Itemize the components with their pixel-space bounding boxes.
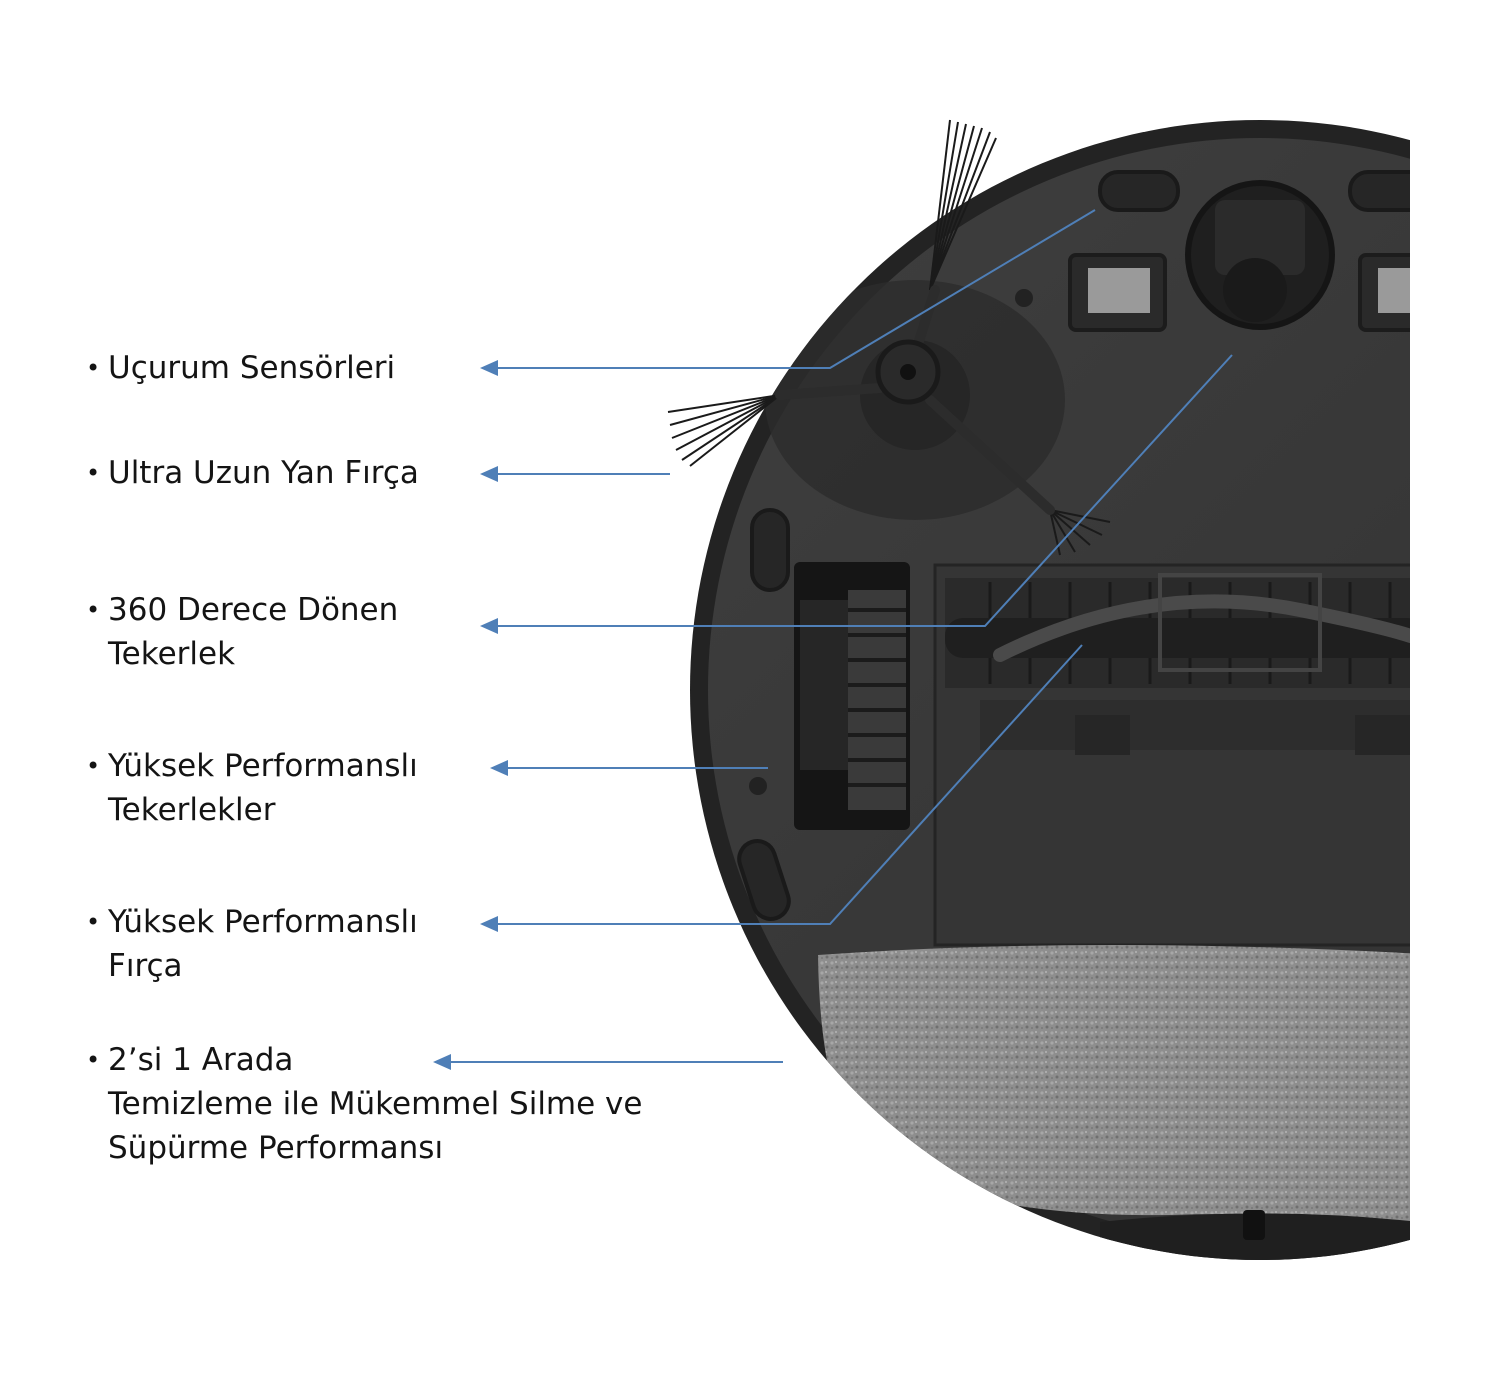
callout-360-tekerlek — [495, 354, 1233, 627]
callout-fırça — [495, 644, 1083, 925]
feature-label-2in1-mop: •2’si 1 Arada Temizleme ile Mükemmel Sil… — [86, 1038, 642, 1170]
feature-label-main-brush: •Yüksek Performanslı Fırça — [86, 900, 418, 988]
cliff-sensor — [1348, 170, 1410, 212]
feature-label-drive-wheels: •Yüksek Performanslı Tekerlekler — [86, 744, 418, 832]
feature-label-cliff-sensors: •Uçurum Sensörleri — [86, 346, 395, 390]
bullet: • — [86, 1046, 101, 1074]
feature-label-caster-wheel: •360 Derece Dönen Tekerlek — [86, 588, 398, 676]
bullet: • — [86, 459, 101, 487]
callout-arrowheads — [433, 360, 508, 1070]
feature-label-side-brush: •Ultra Uzun Yan Fırça — [86, 451, 419, 495]
callout-lines — [450, 209, 1233, 1063]
bullet: • — [86, 596, 101, 624]
bullet: • — [86, 908, 101, 936]
bullet: • — [86, 354, 101, 382]
mop-pad — [818, 945, 1410, 1230]
bullet: • — [86, 752, 101, 780]
cliff-sensor — [1098, 170, 1180, 212]
side-brush — [667, 119, 1111, 556]
callout-uçurum-sensörleri — [495, 209, 1096, 369]
